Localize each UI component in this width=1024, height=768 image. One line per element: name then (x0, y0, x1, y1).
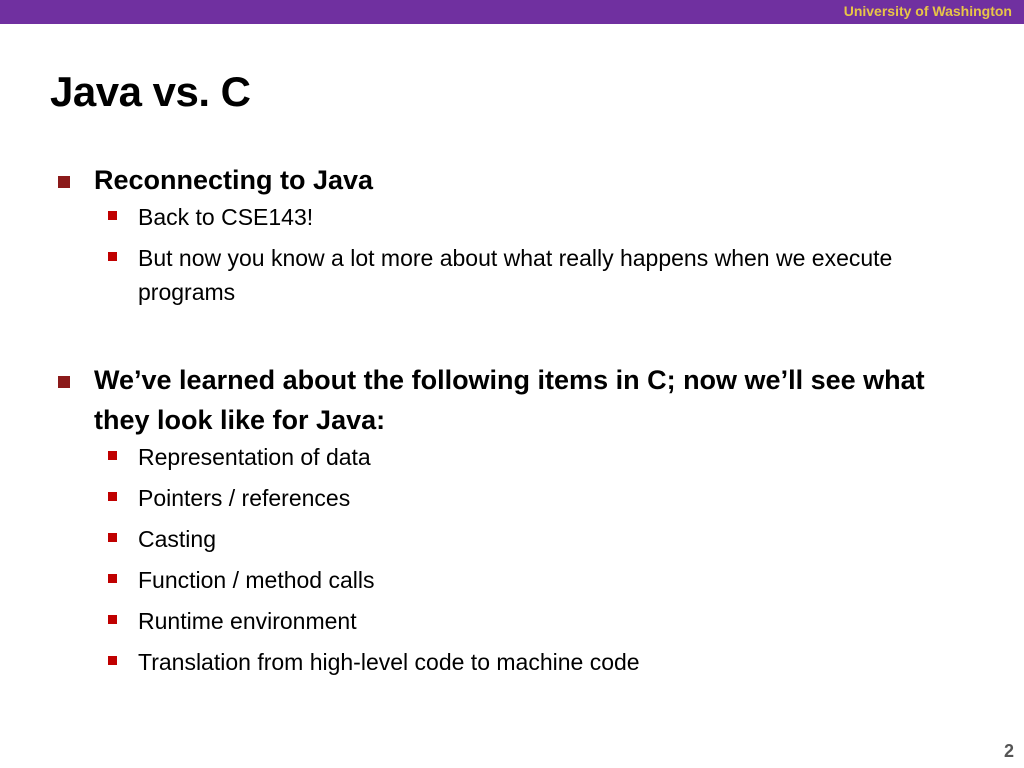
sub-bullet: Back to CSE143! (108, 200, 928, 234)
sub-bullet-text: Back to CSE143! (138, 204, 314, 230)
sub-bullet-text: Function / method calls (138, 567, 375, 593)
header-bar: University of Washington (0, 0, 1024, 24)
sub-bullet: Casting (108, 522, 928, 556)
sub-bullet-text: Casting (138, 526, 216, 552)
sub-bullet: Runtime environment (108, 604, 928, 638)
bullet-learned-items-in-c: We’ve learned about the following items … (58, 360, 964, 686)
square-bullet-icon (108, 211, 117, 220)
square-bullet-icon (58, 176, 70, 188)
sub-bullet: Function / method calls (108, 563, 928, 597)
square-bullet-icon (108, 252, 117, 261)
sub-bullet-text: Translation from high-level code to mach… (138, 649, 640, 675)
bullet-text: We’ve learned about the following items … (94, 365, 925, 435)
sub-bullet-text: Representation of data (138, 444, 371, 470)
page-number: 2 (1003, 741, 1014, 761)
slide-title: Java vs. C (50, 68, 251, 115)
sub-bullet-list: Back to CSE143! But now you know a lot m… (94, 200, 964, 309)
square-bullet-icon (58, 376, 70, 388)
sub-bullet-text: Pointers / references (138, 485, 351, 511)
square-bullet-icon (108, 656, 117, 665)
sub-bullet: Pointers / references (108, 481, 928, 515)
square-bullet-icon (108, 574, 117, 583)
sub-bullet-list: Representation of data Pointers / refere… (94, 440, 964, 679)
sub-bullet-text: But now you know a lot more about what r… (138, 245, 893, 305)
square-bullet-icon (108, 451, 117, 460)
square-bullet-icon (108, 492, 117, 501)
bullet-text: Reconnecting to Java (94, 165, 374, 195)
institution-name: University of Washington (843, 3, 1012, 19)
bullet-reconnecting-to-java: Reconnecting to Java Back to CSE143! But… (58, 160, 964, 316)
square-bullet-icon (108, 615, 117, 624)
sub-bullet: But now you know a lot more about what r… (108, 241, 928, 309)
square-bullet-icon (108, 533, 117, 542)
sub-bullet: Translation from high-level code to mach… (108, 645, 928, 679)
sub-bullet-text: Runtime environment (138, 608, 357, 634)
sub-bullet: Representation of data (108, 440, 928, 474)
